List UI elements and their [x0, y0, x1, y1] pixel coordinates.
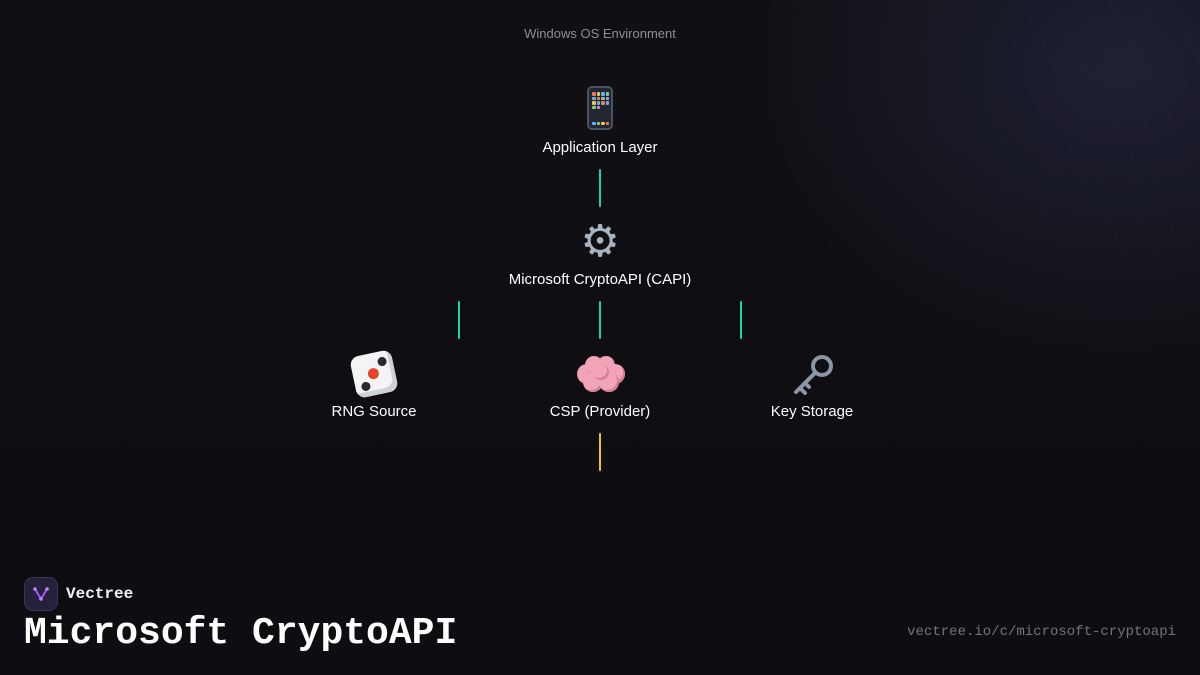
node-key-storage: Key Storage [692, 348, 932, 420]
brand: Vectree [24, 577, 133, 611]
node-csp-provider: CSP (Provider) [480, 348, 720, 420]
connector-capi-to-rng [458, 301, 460, 339]
dice-icon [254, 348, 494, 400]
page-title: Microsoft CryptoAPI [24, 612, 458, 655]
brand-name: Vectree [66, 585, 134, 603]
connector-app-to-capi [599, 169, 601, 207]
node-label: Application Layer [542, 139, 658, 156]
connector-capi-to-key-storage [740, 301, 742, 339]
brain-icon [480, 348, 720, 400]
environment-label: Windows OS Environment [524, 26, 676, 41]
node-label: Microsoft CryptoAPI (CAPI) [508, 271, 692, 288]
node-cryptoapi: ⚙ Microsoft CryptoAPI (CAPI) [480, 216, 720, 288]
source-url[interactable]: vectree.io/c/microsoft-cryptoapi [907, 624, 1176, 640]
mobile-phone-icon [480, 84, 720, 136]
node-application-layer: Application Layer [480, 84, 720, 156]
gear-icon: ⚙ [580, 216, 620, 267]
connector-csp-down [599, 433, 601, 471]
node-label: Key Storage [770, 403, 854, 420]
node-label: RNG Source [331, 403, 417, 420]
background-decoration [640, 0, 1200, 560]
connector-capi-to-csp [599, 301, 601, 339]
node-rng-source: RNG Source [254, 348, 494, 420]
vectree-logo-icon [24, 577, 58, 611]
node-label: CSP (Provider) [549, 403, 651, 420]
key-icon [692, 348, 932, 400]
